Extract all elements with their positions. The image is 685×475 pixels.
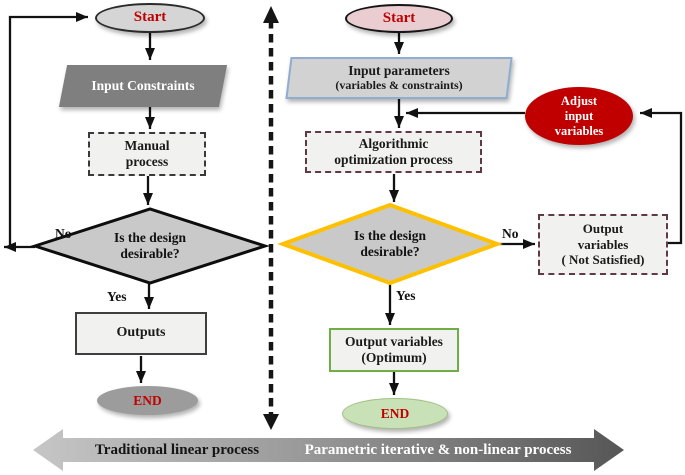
arrow-left-no-loop <box>8 12 88 249</box>
start-terminator-left: Start <box>95 3 205 33</box>
input-parameters-title: Input parameters <box>348 63 450 79</box>
output-variables-not-satisfied-box: Output variables ( Not Satisfied) <box>538 214 668 275</box>
decision-text-right: Is the design desirable? <box>353 228 426 259</box>
end-terminator-right: END <box>342 398 448 429</box>
input-parameters-subtitle: (variables & constraints) <box>335 77 463 92</box>
manual-process-box: Manual process <box>88 132 206 176</box>
input-constraints-label: Input Constraints <box>91 78 195 94</box>
decision-diamond-right <box>277 202 503 286</box>
input-parameters-label: Input parameters (variables & constraint… <box>290 59 508 97</box>
divider-arrowhead-up <box>263 6 279 23</box>
end-terminator-left: END <box>97 386 198 415</box>
input-parameters-parallelogram: Input parameters (variables & constraint… <box>285 57 513 99</box>
decision-text-left: Is the design desirable? <box>113 230 186 261</box>
decision-diamond-left <box>30 207 270 285</box>
no-label-left: No <box>55 226 72 241</box>
adjust-input-variables-ellipse: Adjust input variables <box>525 87 633 145</box>
output-variables-optimum-box: Output variables (Optimum) <box>329 328 459 372</box>
process-axis-banner <box>33 429 624 471</box>
start-terminator-right: Start <box>345 4 453 33</box>
yes-label-right: Yes <box>396 288 416 303</box>
algorithmic-process-box: Algorithmic optimization process <box>305 131 482 173</box>
outputs-box: Outputs <box>75 312 207 355</box>
yes-label-left: Yes <box>107 289 127 304</box>
caption-traditional-process: Traditional linear process <box>94 441 260 458</box>
no-label-right: No <box>502 226 519 241</box>
divider-arrowhead-down <box>263 414 279 430</box>
arrow-notsatisfied-to-adjust <box>640 108 683 245</box>
input-constraints-parallelogram: Input Constraints <box>58 65 228 107</box>
caption-parametric-process: Parametric iterative & non-linear proces… <box>304 441 572 458</box>
